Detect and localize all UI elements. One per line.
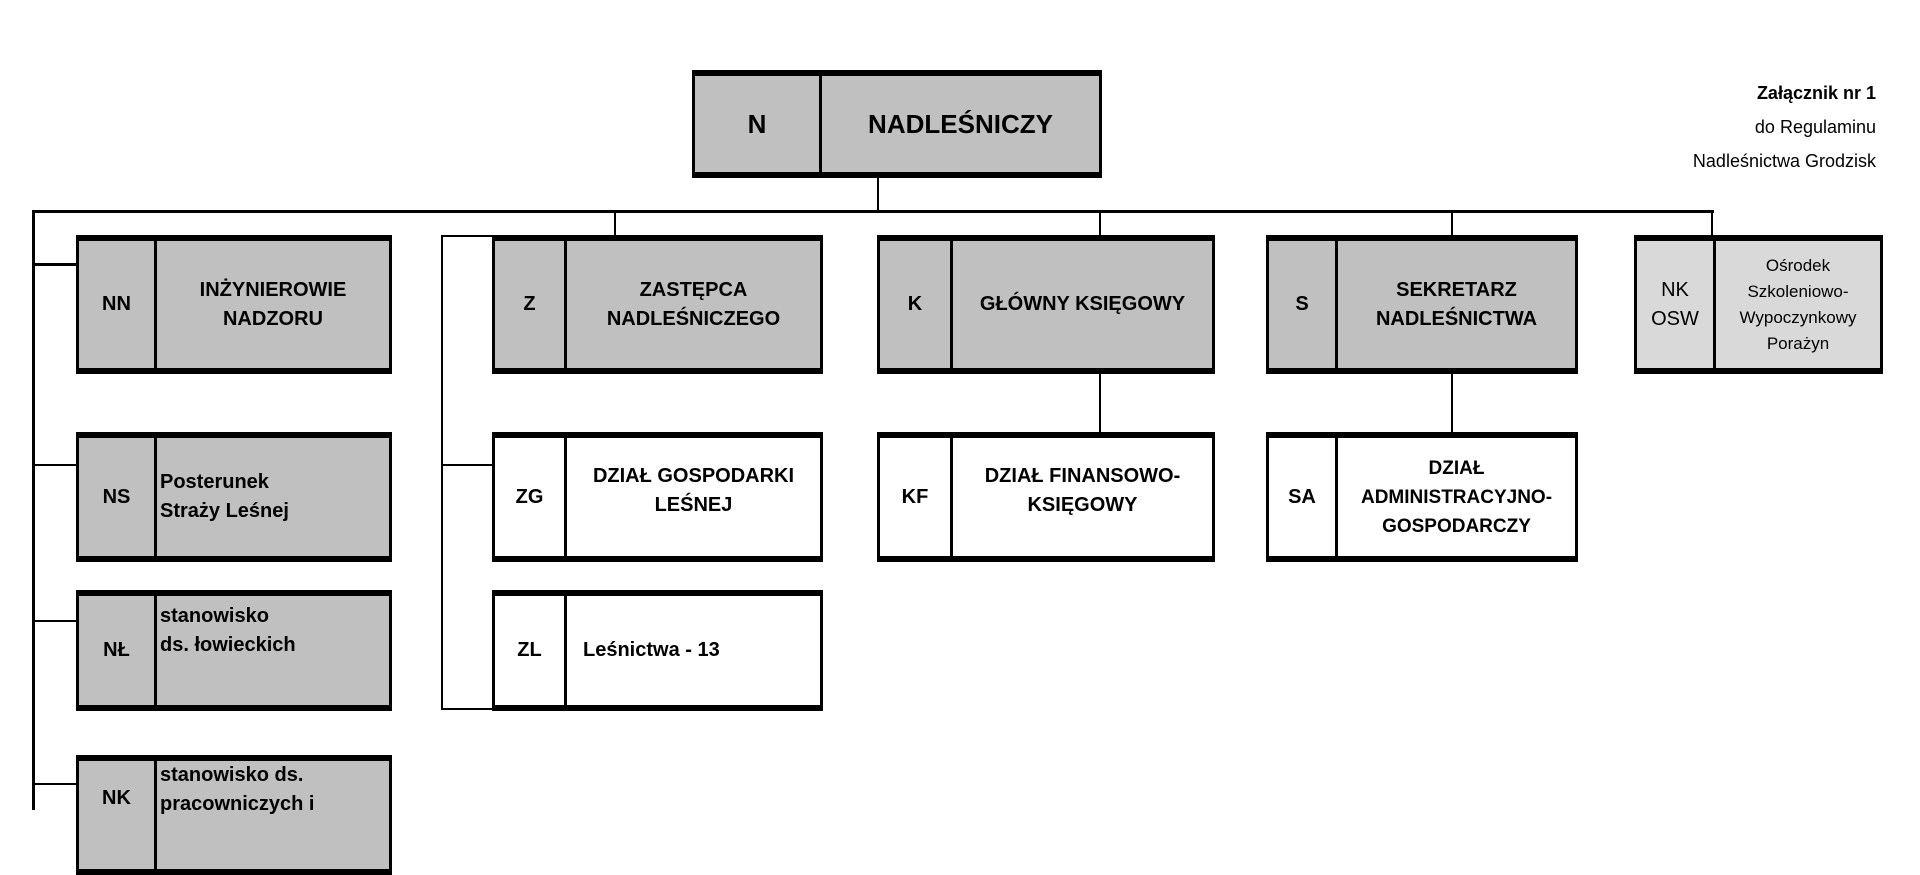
- connector: [1451, 210, 1453, 236]
- connector: [1711, 210, 1713, 236]
- unit-posterunek-strazy-lesnej: NS Posterunek Straży Leśnej: [76, 432, 392, 562]
- unit-glowny-ksiegowy: K GŁÓWNY KSIĘGOWY: [877, 235, 1215, 374]
- connector: [1451, 373, 1453, 433]
- unit-code: SA: [1269, 438, 1338, 556]
- unit-label: NADLEŚNICZY: [868, 108, 1053, 139]
- connector: [441, 235, 493, 237]
- unit-sekretarz: S SEKRETARZ NADLEŚNICTWA: [1266, 235, 1578, 374]
- unit-label: INŻYNIEROWIE NADZORU: [199, 278, 347, 330]
- unit-label: DZIAŁ ADMINISTRACYJNO- GOSPODARCZY: [1360, 457, 1553, 537]
- unit-nadlesniczy: N NADLEŚNICZY: [692, 70, 1102, 178]
- annex-line-3: Nadleśnictwa Grodzisk: [1692, 151, 1876, 171]
- connector: [32, 464, 77, 466]
- annex-note: Załącznik nr 1 do Regulaminu Nadleśnictw…: [1693, 76, 1876, 178]
- unit-code: Z: [495, 241, 567, 368]
- unit-code: ZL: [495, 596, 567, 705]
- unit-code: N: [695, 76, 822, 172]
- unit-dzial-administracyjno-gospodarczy: SA DZIAŁ ADMINISTRACYJNO- GOSPODARCZY: [1266, 432, 1578, 562]
- unit-label: Posterunek Straży Leśnej: [160, 471, 289, 522]
- unit-code: NŁ: [79, 596, 157, 705]
- unit-label: stanowisko ds. łowieckich: [160, 605, 296, 656]
- connector: [32, 263, 77, 266]
- unit-label: DZIAŁ FINANSOWO- KSIĘGOWY: [984, 465, 1181, 516]
- unit-code: K: [880, 241, 953, 368]
- annex-title: Załącznik nr 1: [1756, 83, 1876, 103]
- unit-code: NN: [79, 241, 157, 368]
- unit-label: SEKRETARZ NADLEŚNICTWA: [1375, 278, 1538, 330]
- connector: [441, 708, 493, 710]
- unit-lesnictwa: ZL Leśnictwa - 13: [492, 590, 823, 711]
- unit-osrodek-porazyn: NK OSW Ośrodek Szkoleniowo- Wypoczynkowy…: [1634, 235, 1883, 374]
- unit-code: NS: [79, 438, 157, 556]
- unit-label: DZIAŁ GOSPODARKI LEŚNEJ: [592, 465, 795, 516]
- connector: [1099, 210, 1101, 236]
- unit-code: NK: [79, 761, 157, 869]
- unit-code: NK OSW: [1637, 241, 1716, 368]
- unit-stanowisko-pracownicze: NK stanowisko ds. pracowniczych i: [76, 755, 392, 875]
- unit-label: stanowisko ds. pracowniczych i: [160, 764, 315, 815]
- unit-code: S: [1269, 241, 1338, 368]
- unit-label: GŁÓWNY KSIĘGOWY: [979, 293, 1186, 315]
- unit-label: Leśnictwa - 13: [583, 639, 720, 661]
- unit-inzynierowie-nadzoru: NN INŻYNIEROWIE NADZORU: [76, 235, 392, 374]
- connector: [614, 210, 616, 236]
- connector-z-bracket: [441, 235, 443, 710]
- connector-main-horizontal: [32, 210, 1714, 213]
- unit-code: KF: [880, 438, 953, 556]
- connector: [441, 464, 493, 466]
- annex-line-2: do Regulaminu: [1754, 117, 1876, 137]
- connector: [1099, 373, 1101, 433]
- unit-dzial-finansowo-ksiegowy: KF DZIAŁ FINANSOWO- KSIĘGOWY: [877, 432, 1215, 562]
- unit-code: ZG: [495, 438, 567, 556]
- unit-label: Ośrodek Szkoleniowo- Wypoczynkowy Poraży…: [1739, 255, 1857, 353]
- connector: [32, 620, 77, 622]
- unit-dzial-gospodarki-lesnej: ZG DZIAŁ GOSPODARKI LEŚNEJ: [492, 432, 823, 562]
- unit-label: ZASTĘPCA NADLEŚNICZEGO: [606, 278, 781, 330]
- unit-stanowisko-lowieckie: NŁ stanowisko ds. łowieckich: [76, 590, 392, 711]
- unit-zastepca: Z ZASTĘPCA NADLEŚNICZEGO: [492, 235, 823, 374]
- connector: [32, 783, 77, 785]
- connector-left-vertical: [32, 210, 35, 810]
- connector: [877, 178, 879, 212]
